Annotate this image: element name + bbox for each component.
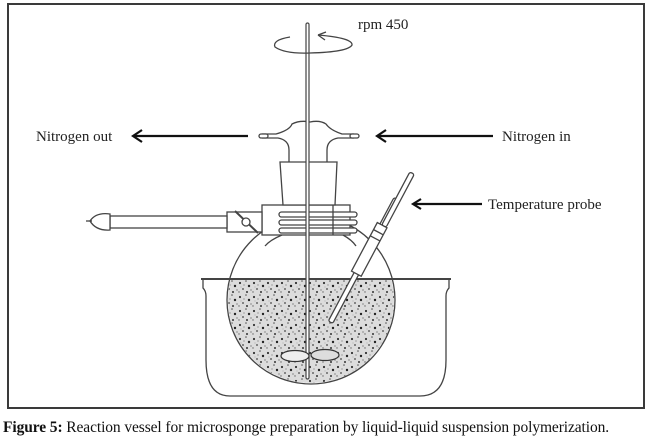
- gas-adapter: [258, 120, 360, 162]
- stirrer-shaft: [305, 22, 310, 380]
- side-arm-stopcock: [86, 210, 263, 234]
- temperature-probe-arrow: [410, 198, 482, 210]
- suspension-mixture: [228, 278, 394, 383]
- rpm-label: rpm 450: [358, 17, 408, 33]
- temperature-probe: [328, 171, 415, 324]
- figure-caption: Figure 5: Reaction vessel for microspong…: [3, 419, 654, 437]
- nitrogen-out-label: Nitrogen out: [36, 129, 113, 145]
- nitrogen-in-arrow: [375, 129, 493, 143]
- reaction-vessel-diagram: rpm 450 Nitrogen out Nitrogen in Tempera…: [36, 17, 602, 397]
- caption-text: Reaction vessel for microsponge preparat…: [62, 419, 610, 436]
- stirrer-paddle: [280, 348, 340, 363]
- rotation-indicator: [273, 31, 353, 54]
- nitrogen-out-arrow: [131, 129, 248, 143]
- round-bottom-flask: [201, 215, 451, 385]
- caption-prefix: Figure 5:: [3, 419, 63, 436]
- nitrogen-in-label: Nitrogen in: [502, 129, 571, 145]
- temperature-probe-label: Temperature probe: [488, 197, 602, 213]
